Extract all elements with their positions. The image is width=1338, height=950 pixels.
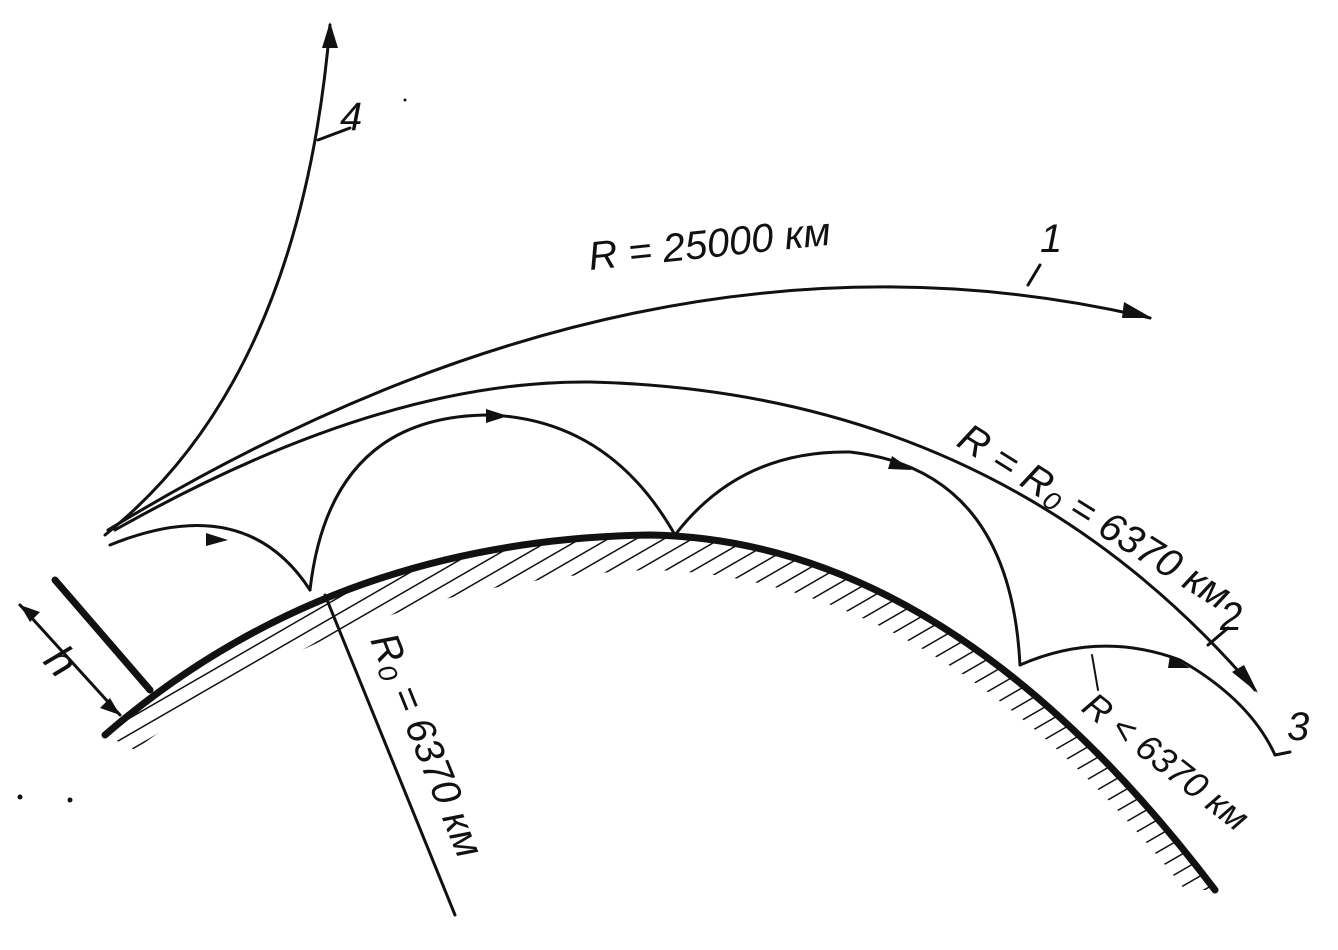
earth-surface [101, 531, 1219, 894]
ray-2-arrow-icon [1232, 665, 1258, 693]
ray-3-number-label: 3 [1287, 705, 1309, 749]
earth-hatching [105, 535, 1215, 890]
ray-2-radius-label: R = R₀ = 6370 км [950, 415, 1238, 618]
ray-3-arrow-4-icon [1168, 655, 1190, 668]
ray-2 [113, 380, 1258, 693]
height-marker [18, 576, 154, 717]
ray-2-number-label: 2 [1219, 595, 1242, 639]
ray-4 [103, 22, 352, 537]
ray-1-radius-label: R = 25000 км [586, 210, 832, 279]
height-label: h [35, 636, 88, 687]
height-segment [51, 576, 154, 694]
print-speck [67, 797, 73, 803]
ray-1 [106, 263, 1152, 532]
ray-3-arrow-1-icon [206, 533, 228, 546]
ray-4-tick [316, 126, 352, 142]
ray-3-hop-4 [1018, 644, 1277, 757]
ray-3-tick [1273, 750, 1292, 757]
earth-radius-line [323, 593, 457, 917]
height-arrow-bottom-icon [100, 698, 120, 715]
height-arrow-top-icon [20, 605, 40, 622]
ray-3-hop-3 [673, 450, 1022, 667]
ray-3-path [108, 524, 312, 592]
ray-1-path [106, 285, 1152, 532]
print-speck [17, 794, 23, 800]
ray-3 [108, 409, 1292, 757]
ray-1-arrow-icon [1122, 302, 1152, 318]
height-dimension-line [18, 603, 122, 717]
ray-3-arrow-2-icon [486, 409, 508, 423]
ray-3-label-leader [1091, 654, 1099, 691]
ray-4-arrow-icon [322, 22, 338, 48]
ray-3-arrow-3-icon [888, 456, 912, 470]
ray-2-path [113, 380, 1257, 692]
earth-surface-line [101, 531, 1219, 894]
ray-1-number-label: 1 [1040, 217, 1062, 261]
ray-1-tick [1026, 263, 1042, 287]
earth-radius-label: R₀ = 6370 км [362, 627, 492, 864]
print-speck [403, 98, 407, 102]
ray-4-path [103, 23, 332, 537]
ray-4-number-label: 4 [340, 95, 362, 139]
ray-2-tick [1206, 626, 1230, 647]
